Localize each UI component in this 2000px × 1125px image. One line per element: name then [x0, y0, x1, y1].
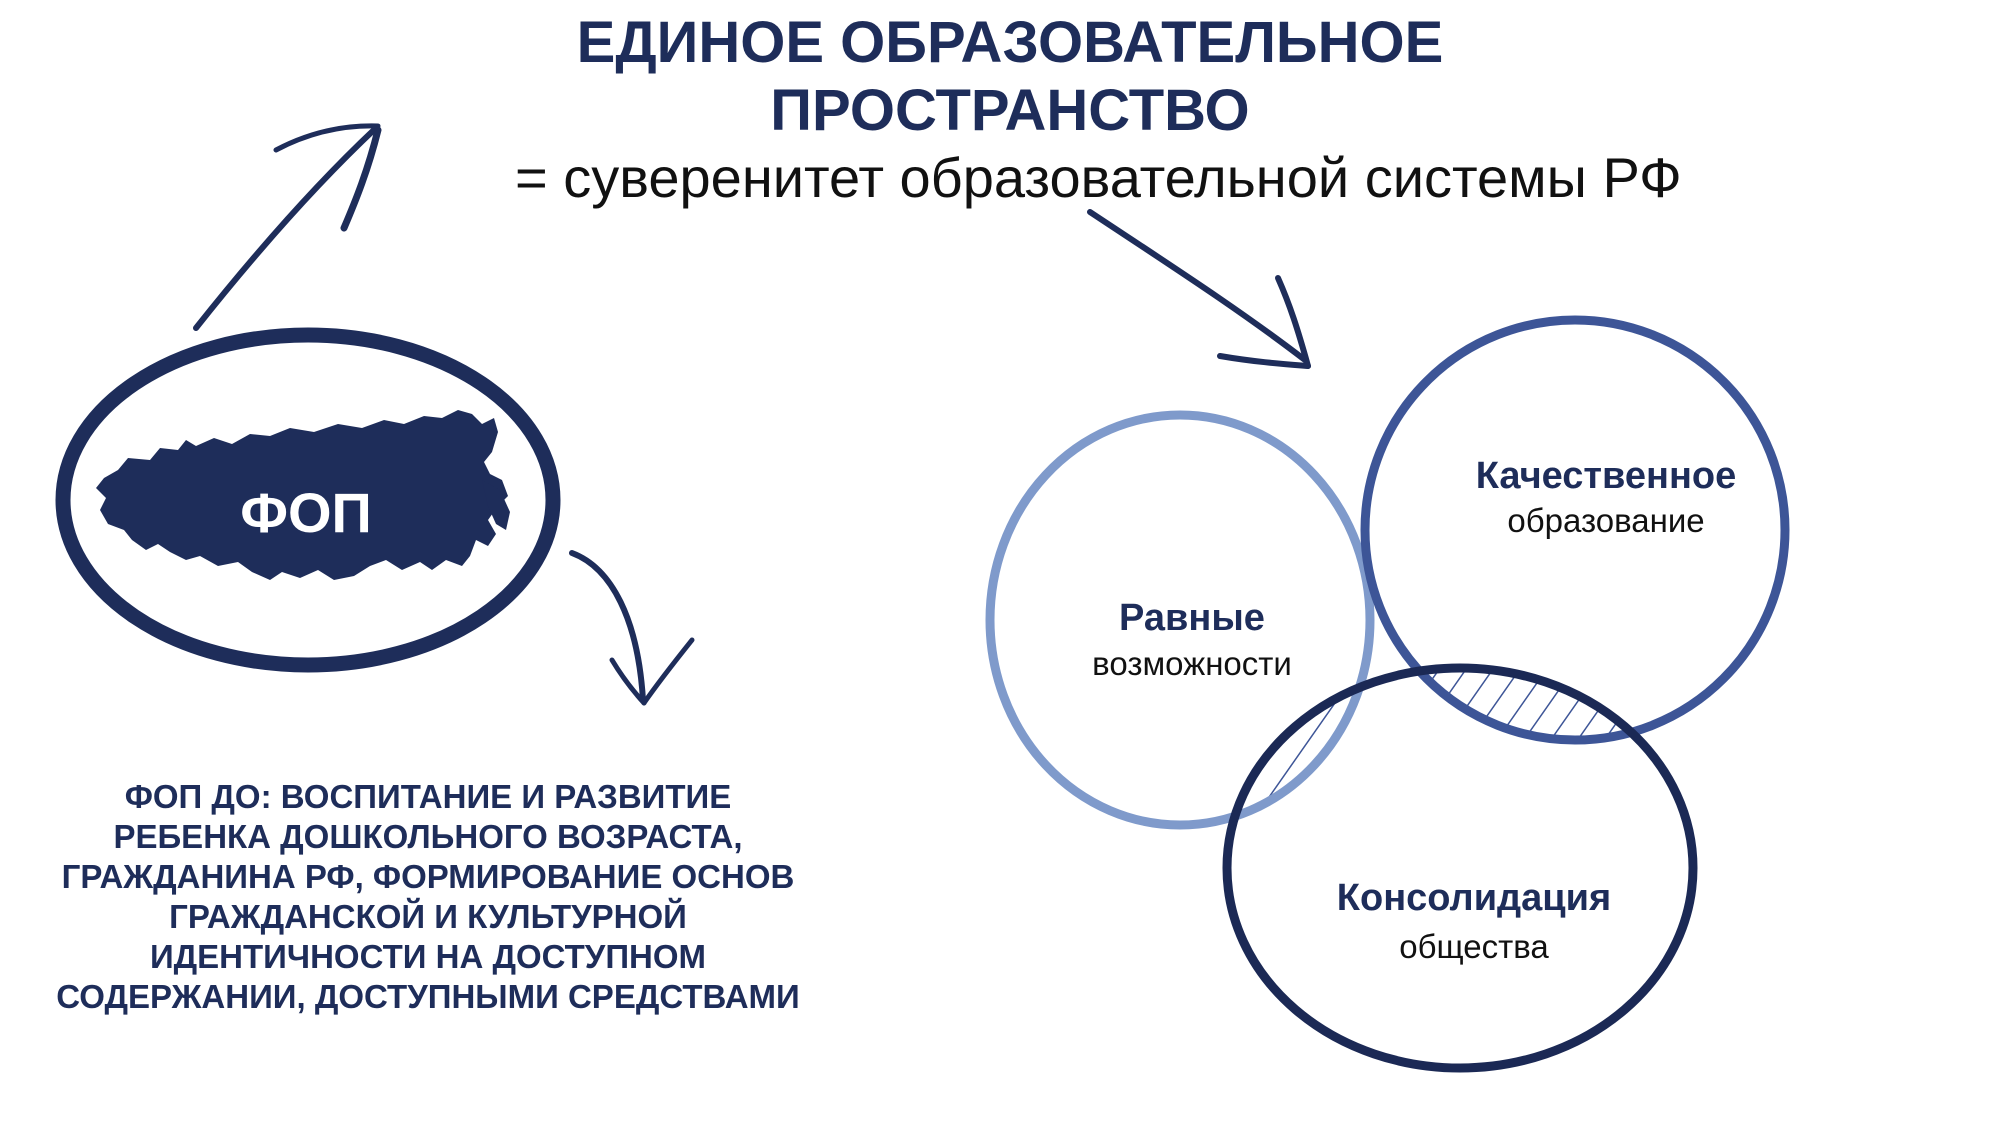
venn-label-equal-regular: возможности — [1092, 645, 1292, 682]
russia-map-icon — [96, 410, 508, 580]
title-line-2: ПРОСТРАНСТВО — [770, 78, 1249, 143]
subtitle: = суверенитет образовательной системы РФ — [515, 146, 1682, 209]
kamchatka-shape — [482, 480, 510, 530]
fop-label: ФОП — [240, 481, 372, 544]
fop-description-line: ГРАЖДАНИНА РФ, ФОРМИРОВАНИЕ ОСНОВ — [62, 858, 795, 895]
arrow-up-right-icon — [193, 123, 382, 331]
venn-label-equal-bold: Равные — [1119, 597, 1265, 639]
venn-label-consolidation-regular: общества — [1399, 928, 1549, 965]
fop-description-line: ФОП ДО: ВОСПИТАНИЕ И РАЗВИТИЕ — [125, 778, 732, 815]
fop-description: ФОП ДО: ВОСПИТАНИЕ И РАЗВИТИЕ РЕБЕНКА ДО… — [56, 778, 799, 1015]
venn-circle-equal-opportunities — [985, 410, 1375, 830]
fop-description-line: ГРАЖДАНСКОЙ И КУЛЬТУРНОЙ — [169, 897, 687, 935]
arrow-down-icon — [569, 550, 695, 706]
arrow-down-right-icon — [1087, 209, 1311, 369]
title-line-1: ЕДИНОЕ ОБРАЗОВАТЕЛЬНОЕ — [577, 10, 1444, 75]
fop-description-line: РЕБЕНКА ДОШКОЛЬНОГО ВОЗРАСТА, — [113, 818, 742, 855]
fop-description-line: ИДЕНТИЧНОСТИ НА ДОСТУПНОМ — [150, 938, 706, 975]
venn-label-consolidation-bold: Консолидация — [1337, 877, 1611, 919]
venn-label-quality-bold: Качественное — [1476, 455, 1737, 497]
venn-label-quality-regular: образование — [1507, 502, 1704, 539]
fop-description-line: СОДЕРЖАНИИ, ДОСТУПНЫМИ СРЕДСТВАМИ — [56, 978, 799, 1015]
venn-circle-consolidation — [1222, 663, 1698, 1073]
venn-circle-quality-education — [1360, 315, 1790, 745]
